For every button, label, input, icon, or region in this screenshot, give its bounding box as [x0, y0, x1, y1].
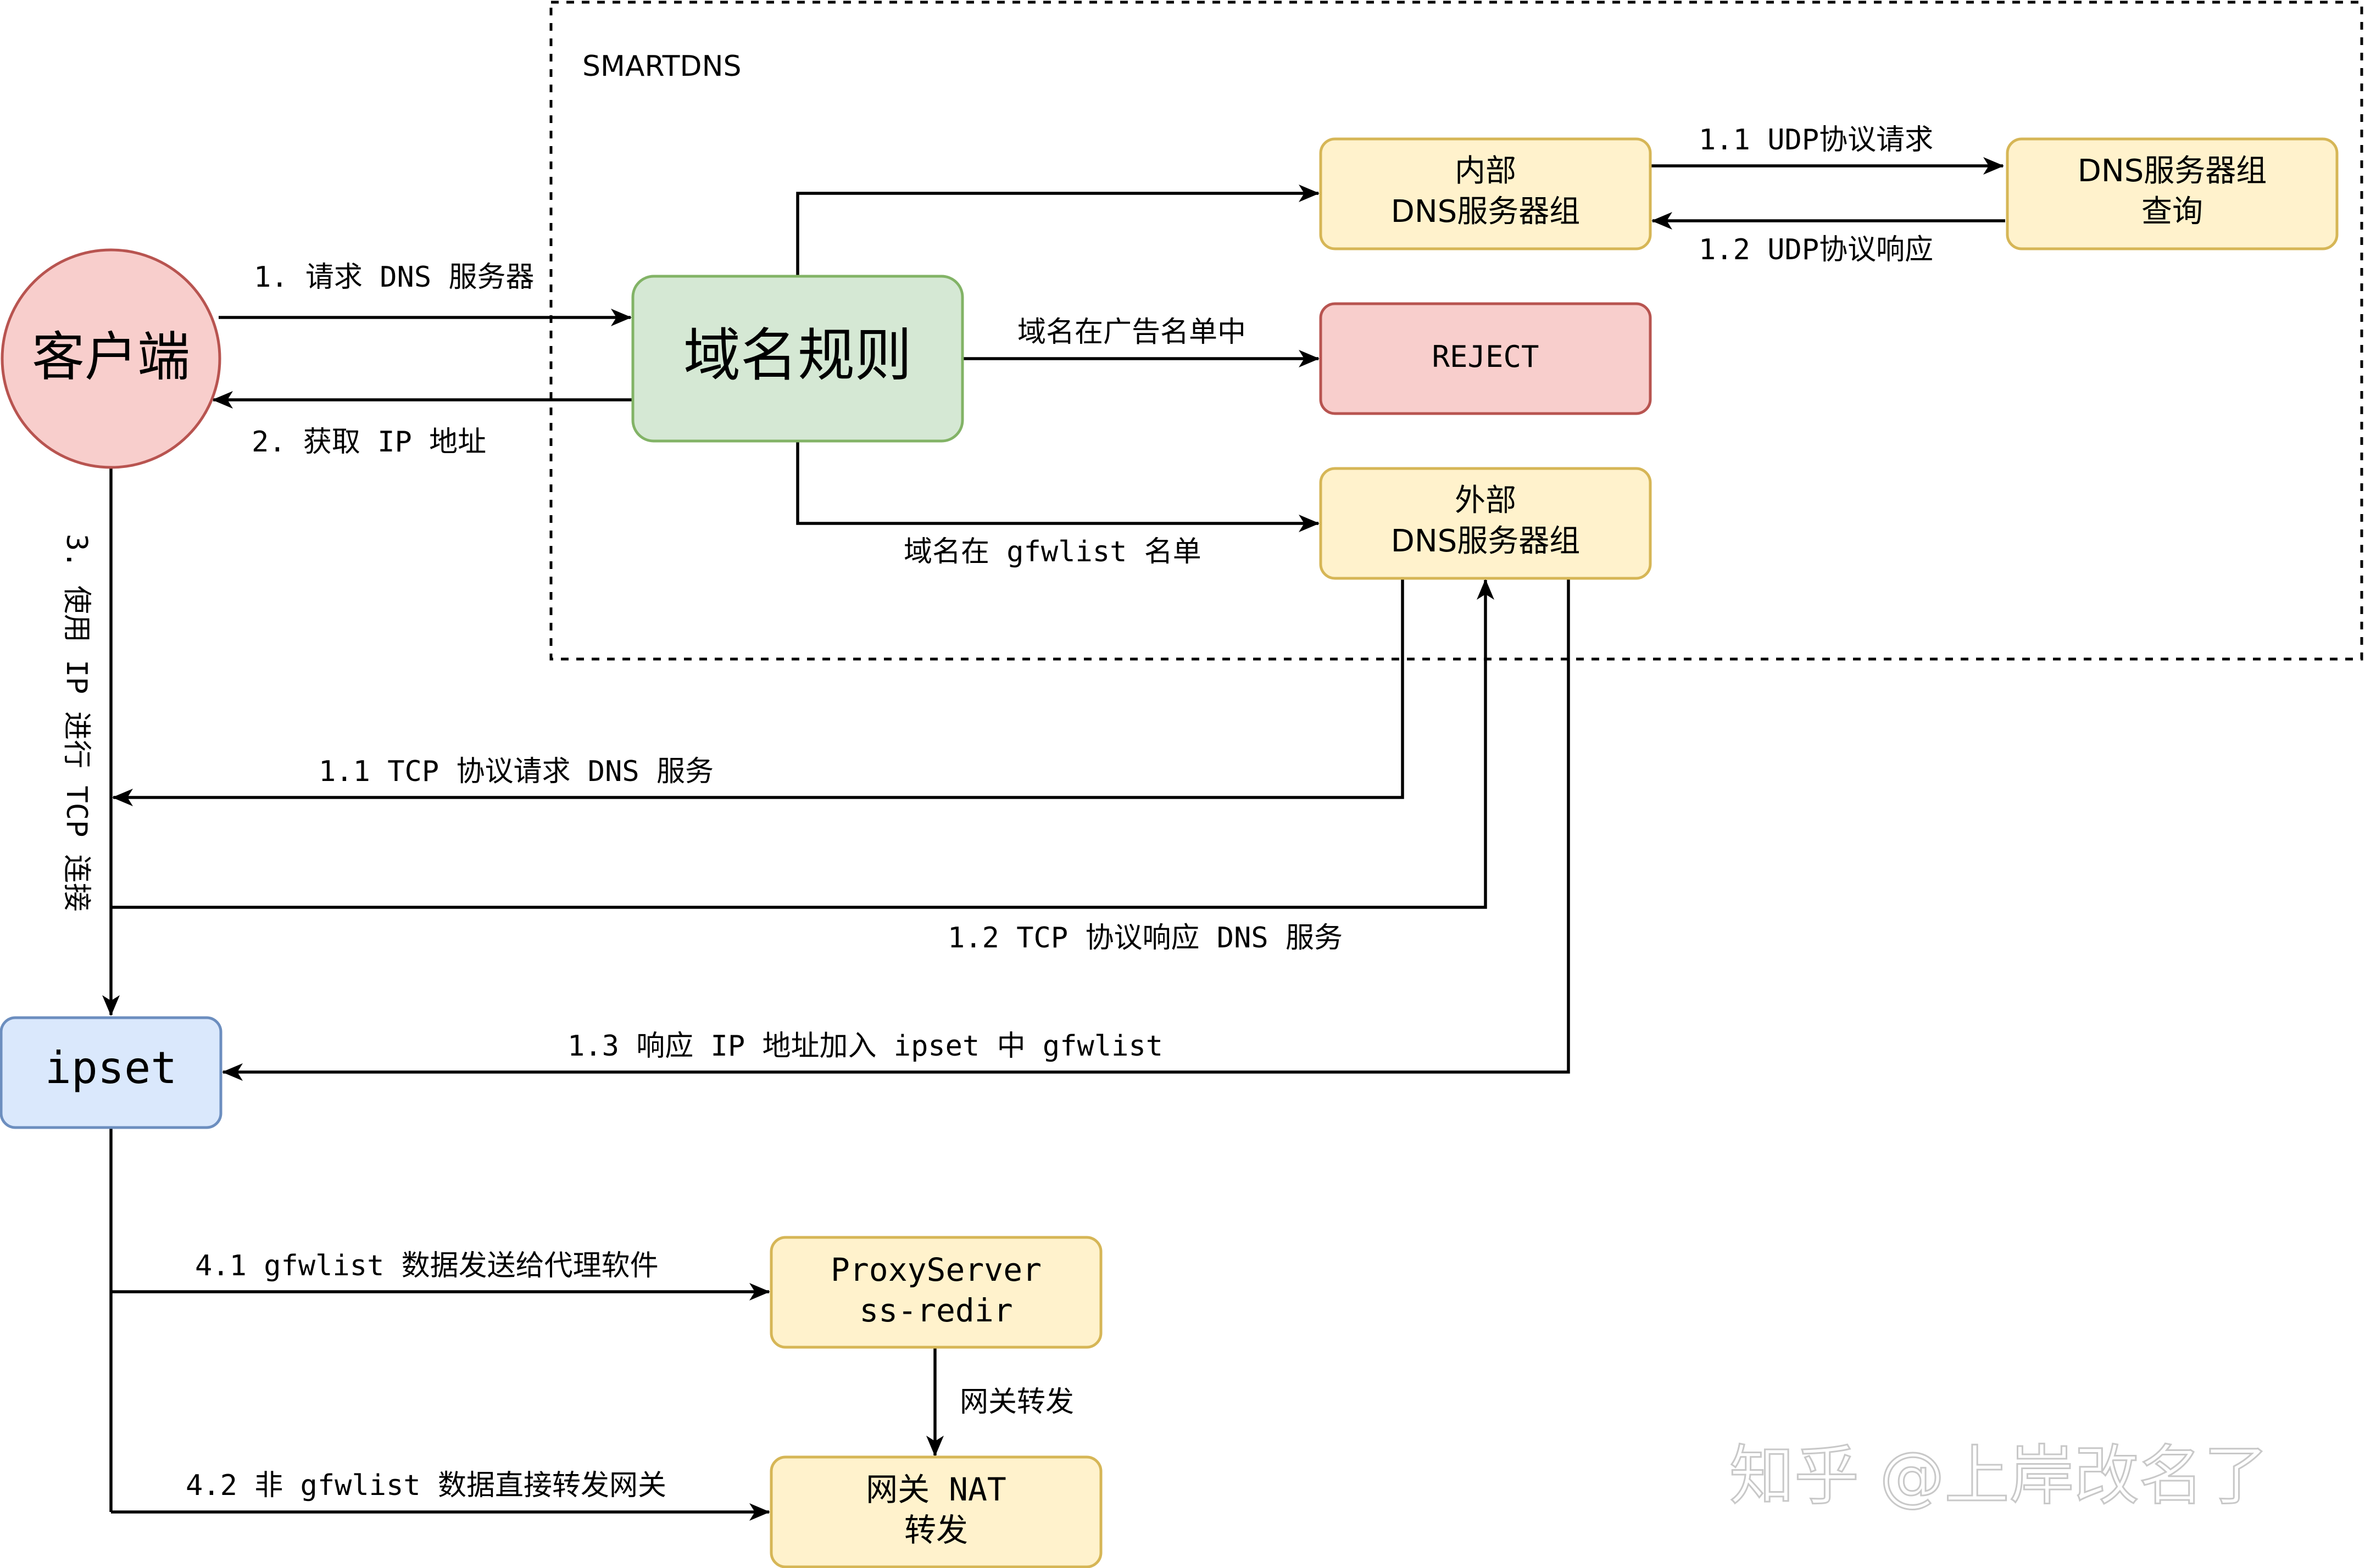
- label-tcp-response: 1.2 TCP 协议响应 DNS 服务: [948, 922, 1343, 955]
- edge-tcp-request: [112, 578, 1404, 806]
- smartdns-label: SMARTDNS: [582, 50, 742, 83]
- proxy-label-1: ProxyServer: [831, 1251, 1042, 1288]
- label-non-gfwlist: 4.2 非 gfwlist 数据直接转发网关: [186, 1469, 666, 1502]
- gateway-label-1: 网关 NAT: [866, 1471, 1006, 1508]
- label-in-ad-list: 域名在广告名单中: [1017, 316, 1246, 349]
- label-udp-response: 1.2 UDP协议响应: [1699, 233, 1933, 266]
- label-request-dns: 1. 请求 DNS 服务器: [254, 261, 534, 294]
- ipset-label: ipset: [45, 1042, 177, 1093]
- proxy-node[interactable]: ProxyServer ss-redir: [770, 1236, 1103, 1349]
- outer-dns-label-2: DNS服务器组: [1391, 523, 1581, 559]
- dns-query-label-2: 查询: [2141, 194, 2203, 230]
- label-in-gfwlist: 域名在 gfwlist 名单: [904, 535, 1201, 568]
- label-udp-request: 1.1 UDP协议请求: [1699, 124, 1933, 157]
- outer-dns-label-1: 外部: [1455, 483, 1516, 518]
- inner-dns-label-2: DNS服务器组: [1391, 194, 1581, 230]
- reject-label: REJECT: [1432, 339, 1539, 374]
- label-get-ip: 2. 获取 IP 地址: [252, 426, 486, 459]
- edge-to-inner-dns: [796, 185, 1320, 276]
- label-add-to-ipset: 1.3 响应 IP 地址加入 ipset 中 gfwlist: [567, 1030, 1163, 1063]
- gateway-node[interactable]: 网关 NAT 转发: [770, 1455, 1103, 1568]
- edge-add-to-ipset: [222, 578, 1570, 1081]
- inner-dns-node[interactable]: 内部 DNS服务器组: [1319, 137, 1652, 250]
- domain-rules-node[interactable]: 域名规则: [631, 275, 964, 443]
- watermark: 知乎 @上岸改名了: [1729, 1438, 2269, 1514]
- client-node[interactable]: 客户端: [1, 248, 221, 469]
- proxy-label-2: ss-redir: [859, 1292, 1012, 1329]
- inner-dns-label-1: 内部: [1455, 153, 1516, 189]
- outer-dns-node[interactable]: 外部 DNS服务器组: [1319, 467, 1652, 580]
- edge-to-outer-dns: [796, 441, 1320, 532]
- smartdns-container: [549, 1, 2363, 661]
- reject-node[interactable]: REJECT: [1319, 302, 1652, 415]
- label-use-ip-tcp: 3. 使用 IP 进行 TCP 连接: [60, 534, 93, 912]
- label-tcp-request: 1.1 TCP 协议请求 DNS 服务: [319, 755, 714, 788]
- domain-rules-label: 域名规则: [683, 322, 912, 389]
- ipset-node[interactable]: ipset: [0, 1016, 222, 1129]
- label-gfwlist-to-proxy: 4.1 gfwlist 数据发送给代理软件: [195, 1249, 659, 1282]
- client-label: 客户端: [32, 326, 190, 388]
- dns-query-node[interactable]: DNS服务器组 查询: [2006, 137, 2339, 250]
- label-gateway-forward: 网关转发: [960, 1386, 1074, 1419]
- edge-tcp-response: [111, 579, 1494, 909]
- dns-query-label-1: DNS服务器组: [2078, 153, 2267, 189]
- gateway-label-2: 转发: [904, 1511, 968, 1549]
